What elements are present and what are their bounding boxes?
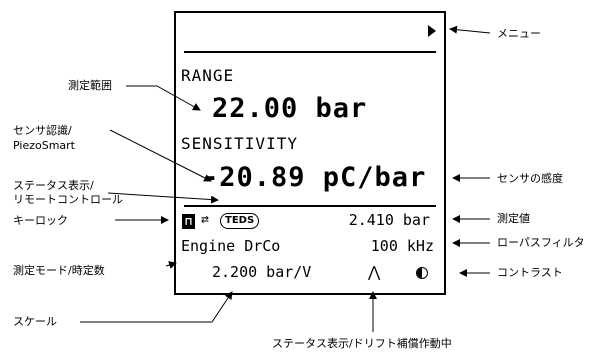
range-label: RANGE <box>181 66 235 85</box>
annotation-scale: スケール <box>13 315 57 328</box>
annotation-sensor-recognition-1: センサ認識/ <box>13 124 72 137</box>
mode-row: Engine DrCo 100 kHz <box>176 237 444 259</box>
measure-mode[interactable]: Engine DrCo <box>181 237 281 255</box>
scale-row: 2.200 bar/V ⋀ <box>176 263 444 285</box>
annotation-status-remote-2: リモートコントロール <box>13 193 123 206</box>
top-divider <box>184 51 436 53</box>
sensitivity-label: SENSITIVITY <box>181 134 298 153</box>
annotation-sensor-recognition-2: PiezoSmart <box>13 139 75 152</box>
menu-arrow-icon[interactable] <box>428 25 436 37</box>
sensitivity-value: -20.89 pC/bar <box>202 162 427 193</box>
contrast-icon[interactable] <box>416 267 428 279</box>
annotation-status-drift: ステータス表示/ドリフト補償作動中 <box>272 337 452 350</box>
lowpass-filter[interactable]: 100 kHz <box>370 237 434 255</box>
annotation-range: 測定範囲 <box>68 79 112 92</box>
measured-value: 2.410 bar <box>348 211 430 229</box>
range-value: 22.00 bar <box>212 93 368 124</box>
middle-divider <box>184 205 436 207</box>
annotation-lowpass-filter: ローパスフィルタ <box>497 236 585 249</box>
annotation-key-lock: キーロック <box>13 214 68 227</box>
annotation-contrast: コントラスト <box>497 266 563 279</box>
annotation-measured-value: 測定値 <box>497 212 530 225</box>
scale-value[interactable]: 2.200 bar/V <box>212 263 312 281</box>
drift-compensation-icon: ⋀ <box>368 263 381 281</box>
status-row: ⊓ ⇄ TEDS 2.410 bar <box>176 211 444 233</box>
lock-icon[interactable]: ⊓ <box>182 214 195 229</box>
annotation-menu: メニュー <box>497 27 541 40</box>
device-lcd-screen: RANGE 22.00 bar SENSITIVITY -20.89 pC/ba… <box>174 11 446 295</box>
annotation-sensor-sensitivity: センサの感度 <box>497 172 563 185</box>
annotation-status-remote-1: ステータス表示/ <box>13 179 94 192</box>
annotation-measure-mode: 測定モード/時定数 <box>13 264 105 277</box>
teds-icon: TEDS <box>220 213 260 229</box>
remote-control-icon: ⇄ <box>201 212 209 227</box>
